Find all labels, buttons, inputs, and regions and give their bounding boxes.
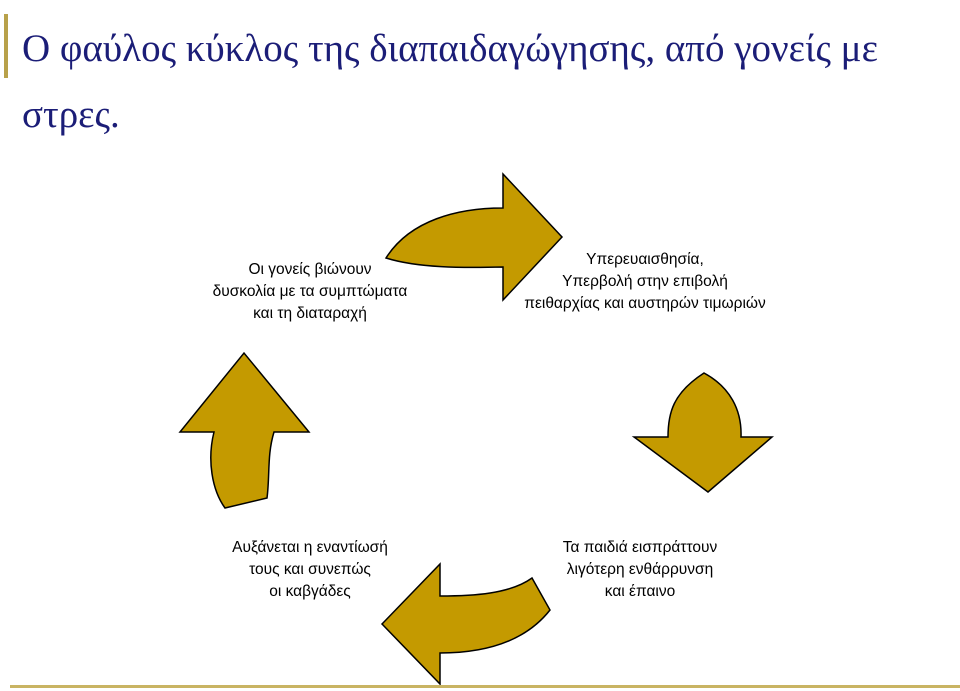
- cycle-node-less-encouragement: Τα παιδιά εισπράττουν λιγότερη ενθάρρυνσ…: [500, 537, 780, 603]
- footer-divider: [10, 685, 960, 688]
- node-line: και έπαινο: [604, 583, 676, 600]
- arrow-top-right: [384, 172, 564, 302]
- node-line: Τα παιδιά εισπράττουν: [562, 539, 718, 556]
- arrow-left-up: [178, 351, 311, 509]
- node-line: Οι γονείς βιώνουν: [248, 261, 372, 278]
- node-line: και τη διαταραχή: [253, 305, 367, 322]
- arrow-bottom-left: [380, 562, 551, 686]
- node-line: πειθαρχίας και αυστηρών τιμωριών: [524, 295, 766, 312]
- node-line: δυσκολία με τα συμπτώματα: [212, 283, 408, 300]
- node-line: τους και συνεπώς: [249, 561, 371, 578]
- node-line: οι καβγάδες: [269, 583, 351, 600]
- cycle-node-parents-struggle: Οι γονείς βιώνουν δυσκολία με τα συμπτώμ…: [180, 259, 440, 325]
- cycle-node-oversensitivity: Υπερευαισθησία, Υπερβολή στην επιβολή πε…: [490, 249, 800, 315]
- node-line: λιγότερη ενθάρρυνση: [566, 561, 714, 578]
- slide-title: Ο φαύλος κύκλος της διαπαιδαγώγησης, από…: [22, 27, 878, 136]
- node-line: Υπερευαισθησία,: [586, 251, 704, 268]
- arrow-right-down: [631, 372, 775, 493]
- title-accent-bar: [4, 14, 8, 78]
- cycle-node-increased-opposition: Αυξάνεται η εναντίωσή τους και συνεπώς ο…: [185, 537, 435, 603]
- node-line: Υπερβολή στην επιβολή: [562, 273, 728, 290]
- node-line: Αυξάνεται η εναντίωσή: [232, 539, 388, 556]
